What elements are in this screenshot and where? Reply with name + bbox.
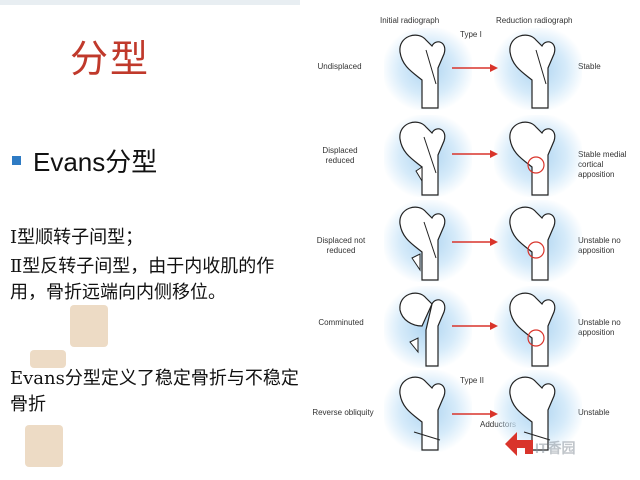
stability-description: Evans分型定义了稳定骨折与不稳定骨折 bbox=[10, 368, 299, 415]
row-label-undisplaced: Undisplaced bbox=[317, 62, 362, 71]
seal-stamp-image bbox=[30, 350, 66, 368]
femur-reduction-image bbox=[509, 376, 556, 451]
arrow-right-icon bbox=[452, 322, 498, 330]
bullet-text: Evans分型 bbox=[33, 147, 158, 177]
row-result-unstable-1: Unstable no apposition bbox=[578, 236, 621, 255]
column-header-reduction: Reduction radiograph bbox=[496, 16, 573, 25]
type-i-label: Type I bbox=[460, 30, 482, 39]
femur-reduction-image bbox=[509, 121, 556, 196]
femur-fracture-image bbox=[399, 121, 446, 196]
femur-reduction-image bbox=[509, 292, 556, 367]
femur-reduction-image bbox=[509, 34, 556, 109]
row-label-reverse-obliquity: Reverse obliquity bbox=[312, 408, 374, 417]
femur-reduction-image bbox=[509, 206, 556, 281]
femur-fracture-image bbox=[399, 34, 446, 109]
femur-fracture-image bbox=[399, 292, 446, 367]
row-label-displaced-not-reduced: Displaced not reduced bbox=[316, 236, 366, 255]
arrow-right-icon bbox=[452, 64, 498, 72]
type1-description: Ⅰ型顺转子间型； bbox=[10, 227, 144, 248]
adductor-arrow-icon bbox=[505, 432, 533, 456]
slide-title: 分型 bbox=[70, 37, 151, 81]
type-ii-label: Type II bbox=[460, 376, 485, 385]
arrow-right-icon bbox=[452, 410, 498, 418]
watermark-text: IT香园 bbox=[535, 440, 576, 456]
column-header-initial: Initial radiograph bbox=[380, 16, 440, 25]
row-label-comminuted: Comminuted bbox=[318, 318, 364, 327]
seal-stamp-image bbox=[70, 305, 108, 347]
row-result-unstable-3: Unstable bbox=[578, 408, 610, 417]
femur-fracture-image bbox=[399, 206, 446, 281]
seal-stamp-image bbox=[25, 425, 63, 467]
arrow-right-icon bbox=[452, 150, 498, 158]
bullet-item: Evans分型 bbox=[12, 142, 157, 179]
row-result-unstable-2: Unstable no apposition bbox=[578, 318, 621, 337]
arrow-right-icon bbox=[452, 238, 498, 246]
evans-classification-figure: Initial radiograph Reduction radiograph … bbox=[300, 0, 640, 480]
femur-fracture-image bbox=[399, 376, 446, 451]
row-result-stable: Stable bbox=[578, 62, 601, 71]
row-label-displaced-reduced: Displaced reduced bbox=[322, 146, 358, 165]
bullet-square-icon bbox=[12, 156, 21, 165]
type2-description: Ⅱ型反转子间型，由于内收肌的作用，骨折远端向内侧移位。 bbox=[10, 256, 275, 303]
row-result-stable-apposition: Stable medial cortical apposition bbox=[578, 150, 627, 179]
